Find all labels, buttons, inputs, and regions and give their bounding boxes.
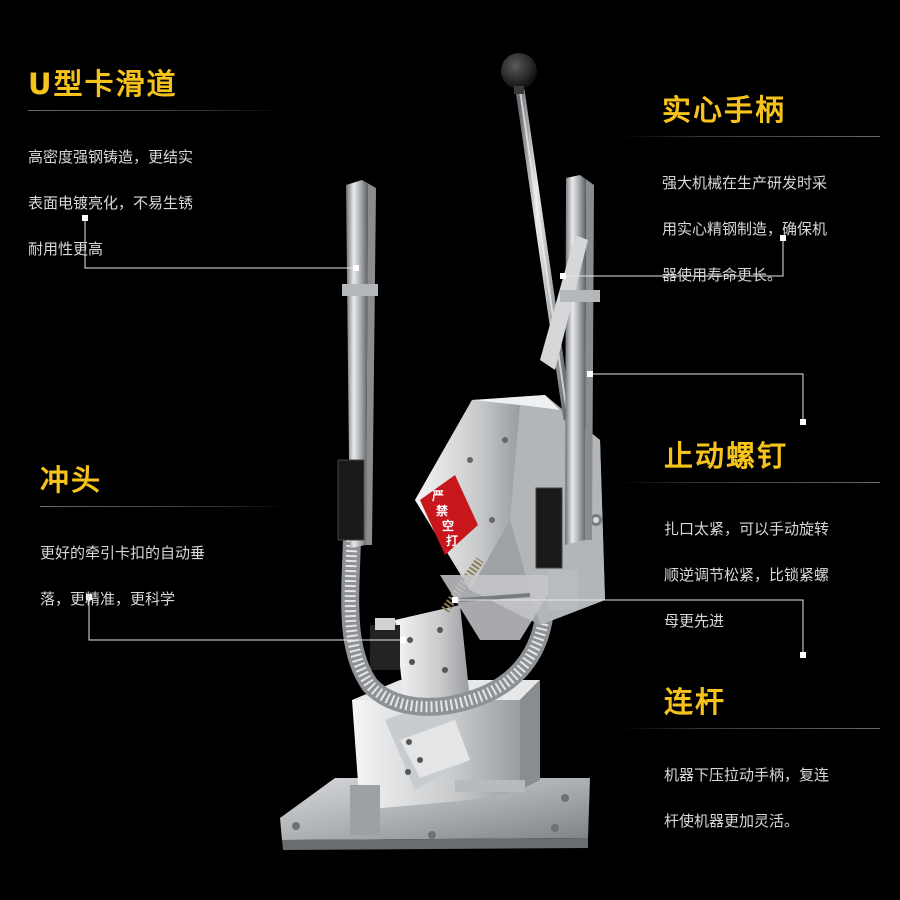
leader-dot <box>780 235 786 241</box>
feature-desc-line: 耐用性更高 <box>28 240 104 258</box>
feature-divider <box>620 728 880 729</box>
punch-assembly <box>370 605 470 790</box>
feature-desc-line: 表面电镀亮化，不易生锈 <box>28 194 194 212</box>
warning-label-char-3: 空 <box>442 518 454 533</box>
feature-description: 机器下压拉动手柄，复连 杆使机器更加灵活。 <box>620 741 880 856</box>
feature-desc-line: 机器下压拉动手柄，复连 <box>664 766 830 784</box>
feature-desc-line: 器使用寿命更长。 <box>662 266 783 284</box>
u-slide-channel <box>341 539 557 716</box>
feature-divider <box>618 482 880 483</box>
link-rod <box>440 557 560 640</box>
feature-divider <box>28 110 283 111</box>
feature-description: 扎口太紧，可以手动旋转 顺逆调节松紧，比锁紧螺 母更先进 <box>618 495 880 656</box>
feature-solid-handle: 实心手柄 强大机械在生产研发时采 用实心精钢制造，确保机 器使用寿命更长。 <box>620 92 880 310</box>
feature-desc-line: 更好的牵引卡扣的自动垂 <box>40 544 206 562</box>
feature-description: 更好的牵引卡扣的自动垂 落，更精准，更科学 <box>40 519 290 634</box>
feature-desc-line: 高密度强钢铸造，更结实 <box>28 148 194 166</box>
warning-label-char-1: 严 <box>431 489 444 503</box>
leader-dots <box>82 215 806 658</box>
left-rail <box>337 180 378 548</box>
feature-description: 强大机械在生产研发时采 用实心精钢制造，确保机 器使用寿命更长。 <box>620 149 880 310</box>
leader-dot <box>353 265 359 271</box>
leader-dot <box>587 371 593 377</box>
leader-lines <box>84 218 804 655</box>
leader-link-rod <box>455 599 804 655</box>
leader-u-slide <box>84 218 356 269</box>
feature-title: 实心手柄 <box>662 93 787 127</box>
leader-dot <box>400 637 406 643</box>
leader-dot <box>86 594 92 600</box>
leader-punch <box>88 597 403 641</box>
leader-dot <box>560 273 566 279</box>
feature-desc-line: 母更先进 <box>664 612 725 630</box>
solid-handle <box>501 53 573 421</box>
leader-dot <box>800 652 806 658</box>
feature-punch: 冲头 更好的牵引卡扣的自动垂 落，更精准，更科学 <box>40 462 290 634</box>
feature-link-rod: 连杆 机器下压拉动手柄，复连 杆使机器更加灵活。 <box>620 684 880 856</box>
feature-title: 止动螺钉 <box>664 439 789 473</box>
feature-divider <box>40 506 290 507</box>
warning-label-char-2: 禁 <box>436 503 448 518</box>
leader-dot <box>452 597 458 603</box>
leader-stop-screw <box>590 373 804 422</box>
feature-title: 连杆 <box>664 685 727 719</box>
feature-title: 冲头 <box>40 463 103 497</box>
feature-stop-screw: 止动螺钉 扎口太紧，可以手动旋转 顺逆调节松紧，比锁紧螺 母更先进 <box>618 438 880 656</box>
leader-solid-handle <box>563 238 784 277</box>
feature-desc-line: 扎口太紧，可以手动旋转 <box>664 520 830 538</box>
leader-dot <box>82 215 88 221</box>
warning-label: 严 禁 空 打 <box>420 475 478 555</box>
feature-desc-line: 顺逆调节松紧，比锁紧螺 <box>664 566 830 584</box>
feature-title: U型卡滑道 <box>28 67 178 101</box>
feature-desc-line: 杆使机器更加灵活。 <box>664 812 800 830</box>
feature-desc-line: 用实心精钢制造，确保机 <box>662 220 828 238</box>
feature-desc-line: 强大机械在生产研发时采 <box>662 174 828 192</box>
feature-desc-line: 落，更精准，更科学 <box>40 590 176 608</box>
warning-label-char-4: 打 <box>446 533 458 548</box>
leader-dot <box>800 419 806 425</box>
feature-divider <box>620 136 880 137</box>
feature-description: 高密度强钢铸造，更结实 表面电镀亮化，不易生锈 耐用性更高 <box>28 123 283 284</box>
feature-u-slide: U型卡滑道 高密度强钢铸造，更结实 表面电镀亮化，不易生锈 耐用性更高 <box>28 66 283 284</box>
right-rail <box>535 175 600 610</box>
